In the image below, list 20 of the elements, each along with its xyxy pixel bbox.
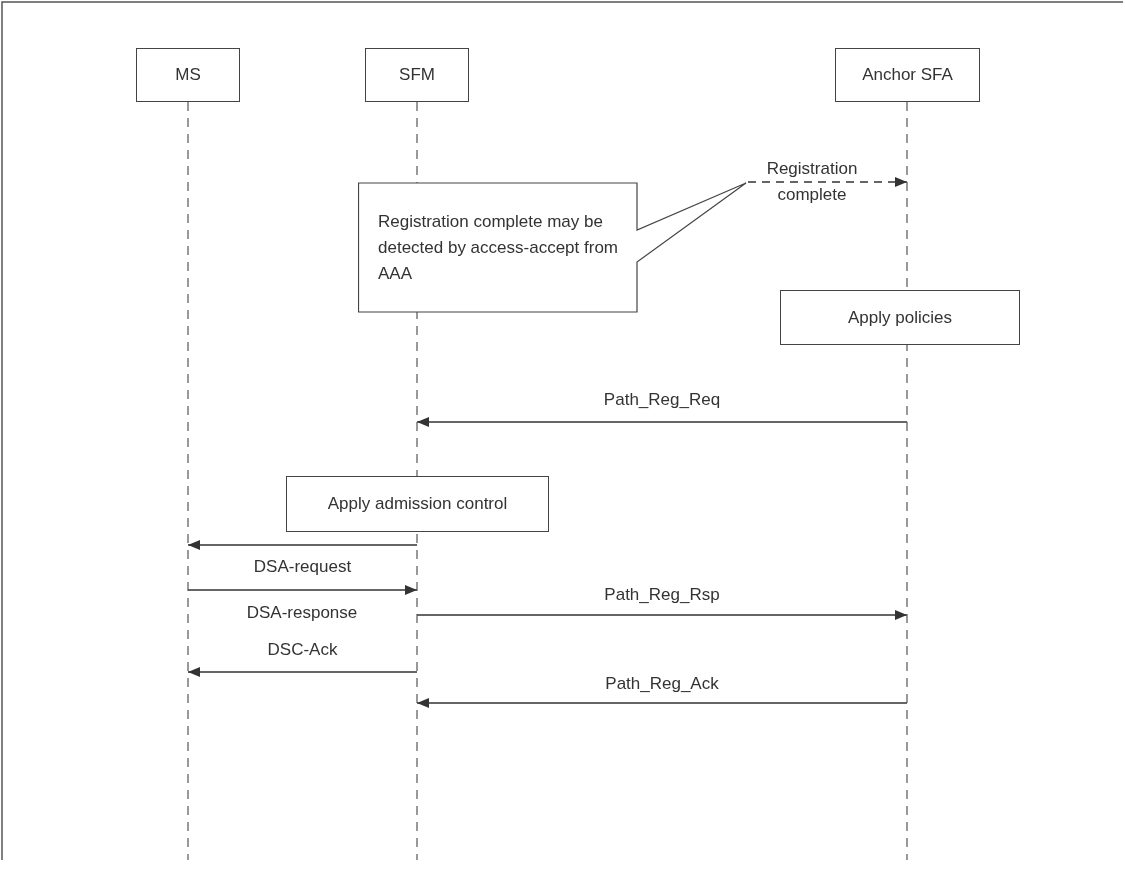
- message-arrow: [187, 540, 418, 550]
- message-label: Path_Reg_Rsp: [604, 585, 720, 605]
- participant-box: Anchor SFA: [835, 48, 980, 102]
- process-box: Apply policies: [780, 290, 1020, 345]
- message-arrow: [187, 585, 418, 595]
- process-box: Apply admission control: [286, 476, 549, 532]
- message-label: Path_Reg_Ack: [605, 674, 719, 694]
- message-label: DSC-Ack: [267, 640, 338, 660]
- message-label: DSA-request: [253, 557, 352, 577]
- message-label: Registration complete: [765, 158, 859, 206]
- participant-box: SFM: [365, 48, 469, 102]
- message-arrow: [187, 667, 418, 677]
- callout-note: Registration complete may be detected by access-accept from AAA: [358, 182, 748, 313]
- message-arrow: [416, 698, 908, 708]
- message-label: Path_Reg_Req: [603, 390, 721, 410]
- message-arrow: [416, 610, 908, 620]
- message-label: DSA-response: [246, 603, 358, 623]
- participant-box: MS: [136, 48, 240, 102]
- message-arrow: [416, 417, 908, 427]
- message-arrow: [747, 177, 908, 187]
